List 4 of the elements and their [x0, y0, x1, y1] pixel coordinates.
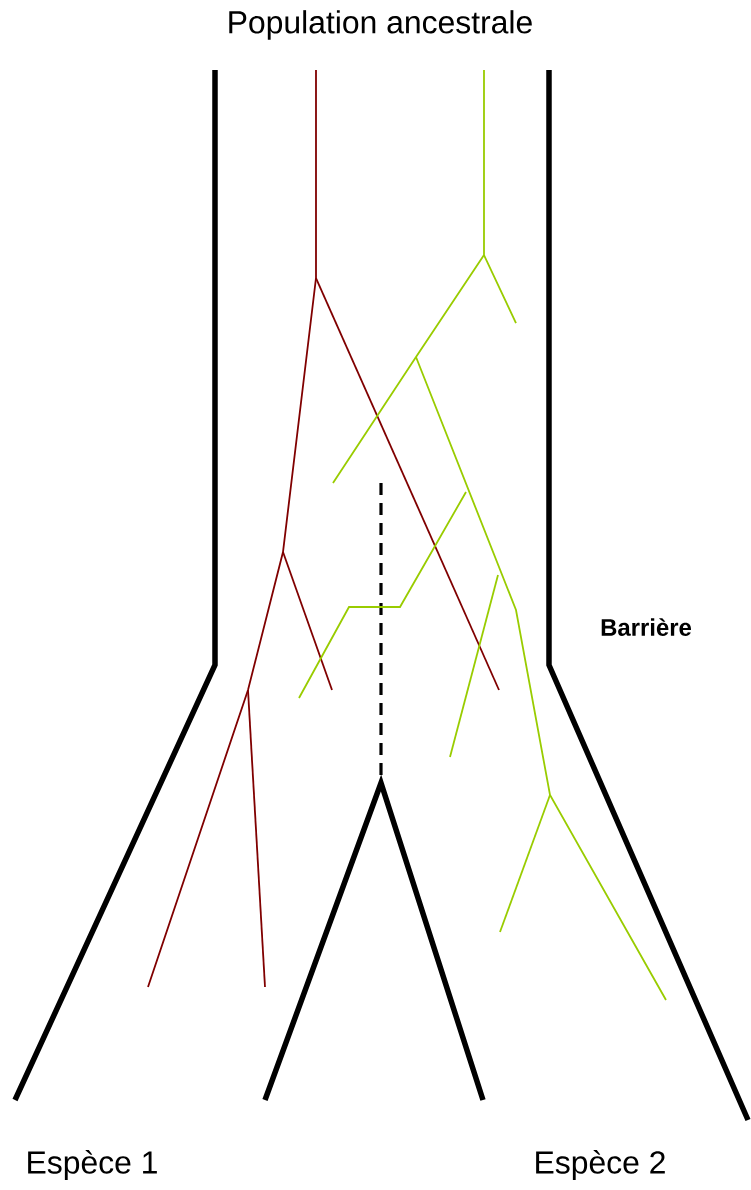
species-label: Espèce 1 — [28, 1149, 157, 1181]
barrier-label: Barrière — [601, 618, 691, 636]
title: Population ancestrale — [229, 10, 532, 40]
species-label: Espèce 2 — [536, 1149, 665, 1181]
